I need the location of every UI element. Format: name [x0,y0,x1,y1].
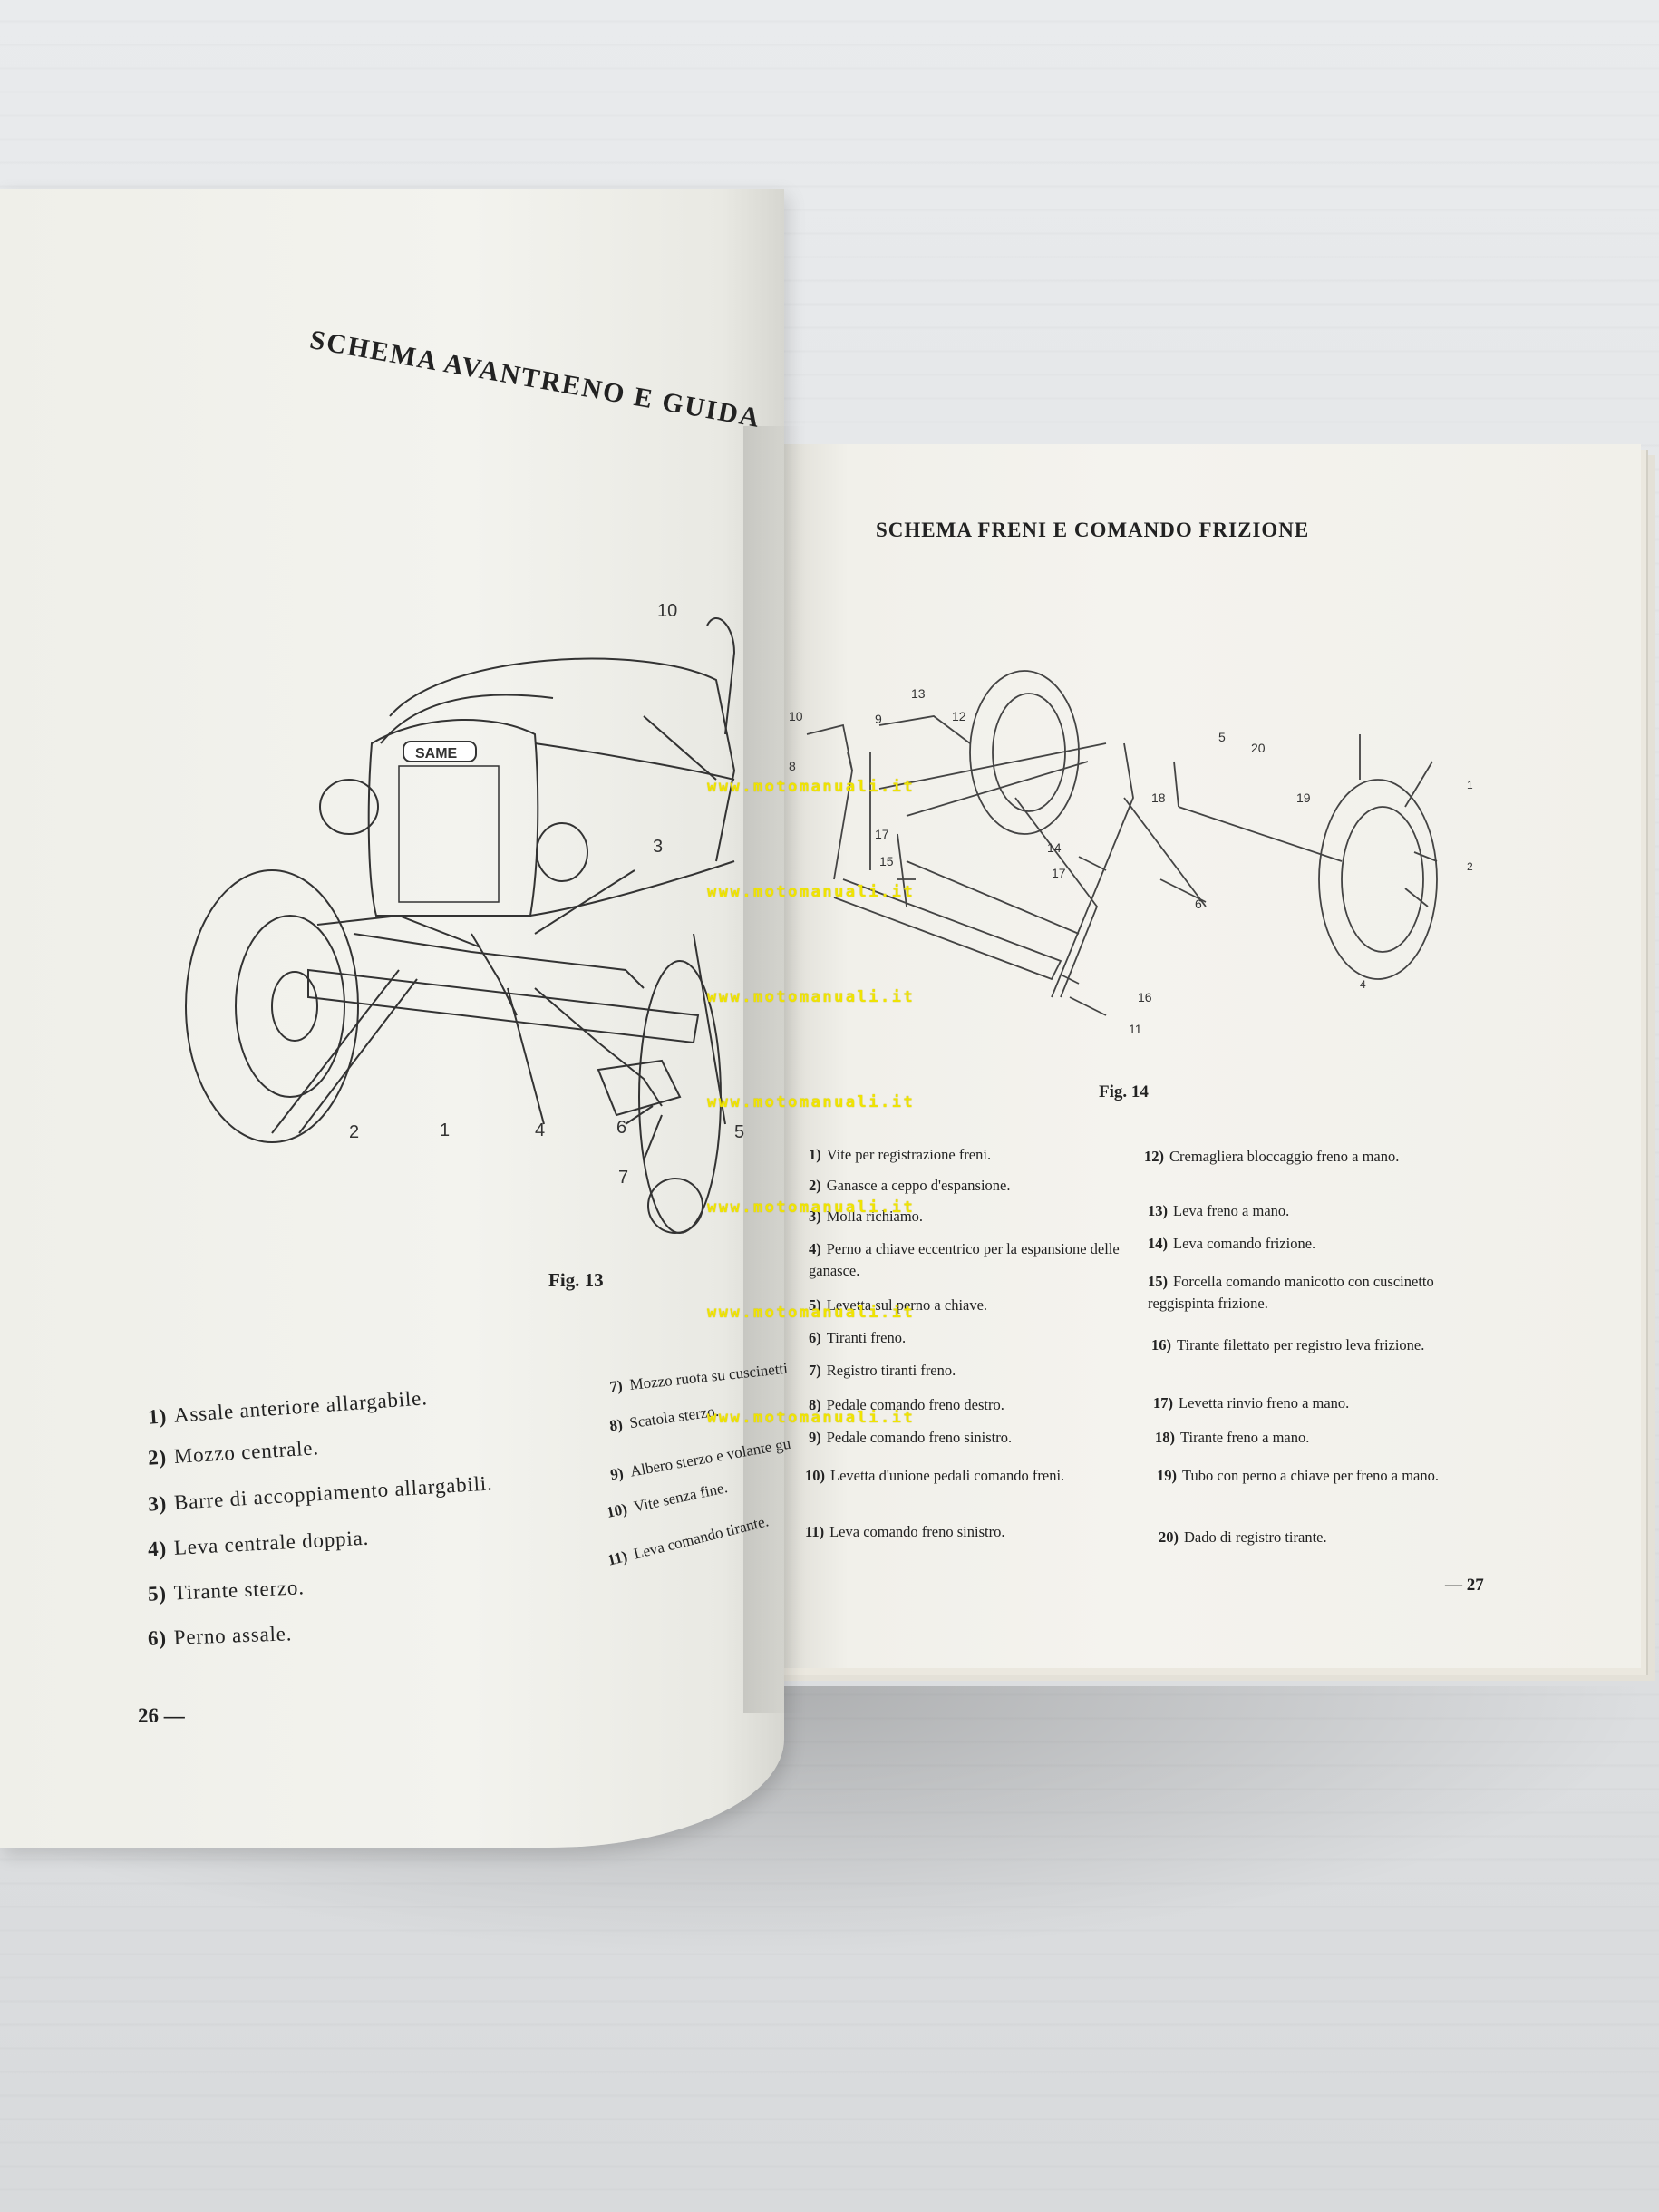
callout-6: 6 [1195,897,1202,911]
callout-19: 19 [1296,791,1311,805]
legend-item: 4)Perno a chiave eccentrico per la espan… [809,1240,1120,1279]
watermark: www.motomanuali.it [707,1409,916,1427]
watermark: www.motomanuali.it [707,883,916,901]
left-page-number: 26 — [138,1704,185,1727]
legend-item: 19)Tubo con perno a chiave per freno a m… [1157,1467,1440,1484]
legend-item: 5)Levetta sul perno a chiave. [809,1296,988,1314]
legend-item: 15)Forcella comando manicotto con cuscin… [1148,1273,1434,1312]
book-gutter [743,426,807,1713]
watermark: www.motomanuali.it [707,988,916,1006]
watermark: www.motomanuali.it [707,1093,916,1111]
callout-18: 18 [1151,791,1166,805]
legend-item: 12)Cremagliera bloccaggio freno a mano. [1144,1148,1400,1165]
watermark: www.motomanuali.it [707,1198,916,1217]
legend-item: 14)Leva comando frizione. [1148,1235,1316,1252]
legend-item: 13)Leva freno a mano. [1148,1202,1290,1219]
callout-4: 4 [1360,978,1366,991]
callout-15: 15 [879,854,894,868]
legend-item: 1)Vite per registrazione freni. [809,1146,992,1163]
grille-badge: SAME [415,746,458,762]
watermark: www.motomanuali.it [707,1304,916,1322]
callout-5: 5 [1218,730,1226,744]
callout-16: 16 [1138,990,1152,1004]
legend-item: 6)Perno assale. [147,1622,293,1650]
callout-4: 4 [535,1121,545,1140]
callout-1: 1 [440,1121,450,1140]
legend-item: 2)Ganasce a ceppo d'espansione. [809,1177,1011,1194]
figure-13-label: Fig. 13 [548,1269,604,1291]
callout-8: 8 [789,759,796,773]
legend-item: 16)Tirante filettato per registro leva f… [1151,1336,1425,1353]
callout-7: 7 [618,1168,628,1188]
callout-13: 13 [911,686,926,701]
legend-item: 3)Molla richiamo. [809,1208,924,1225]
brakes-clutch-diagram: 13 12 10 9 8 5 20 18 19 17 15 14 17 6 16… [789,670,1473,1036]
right-page-title: SCHEMA FRENI E COMANDO FRIZIONE [876,519,1310,541]
right-page-number: — 27 [1445,1576,1484,1595]
callout-12: 12 [952,709,966,723]
legend-item: 18)Tirante freno a mano. [1155,1429,1310,1446]
figure-14-label: Fig. 14 [1099,1082,1149,1101]
callout-5: 5 [734,1122,744,1142]
callout-10: 10 [657,601,677,621]
legend-item: 7)Registro tiranti freno. [809,1362,956,1379]
right-page-stack [780,444,1659,1686]
legend-item: 11)Leva comando freno sinistro. [805,1523,1005,1540]
legend-item: 6)Tiranti freno. [809,1329,907,1346]
callout-11: 11 [1129,1022,1142,1036]
callout-2: 2 [1467,860,1473,873]
legend-item: 10)Levetta d'unione pedali comando freni… [805,1467,1065,1484]
watermark: www.motomanuali.it [707,778,916,796]
callout-3: 3 [653,837,663,857]
callout-2: 2 [349,1122,359,1142]
callout-17b: 17 [1052,866,1066,880]
callout-17: 17 [875,827,889,841]
legend-item: 20)Dado di registro tirante. [1159,1528,1327,1546]
front-axle-steering-diagram: SAME 10 3 2 1 4 6 5 7 [185,601,744,1234]
callout-1: 1 [1467,779,1473,791]
callout-14: 14 [1047,840,1062,855]
right-page [780,444,1641,1668]
legend-item: 9)Pedale comando freno sinistro. [809,1429,1013,1446]
callout-10: 10 [789,709,803,723]
callout-20: 20 [1251,741,1266,755]
callout-9: 9 [875,712,882,726]
callout-6: 6 [616,1118,626,1138]
legend-item: 17)Levetta rinvio freno a mano. [1153,1394,1350,1412]
legend-item: 8)Pedale comando freno destro. [809,1396,1004,1413]
left-page [0,189,784,1848]
